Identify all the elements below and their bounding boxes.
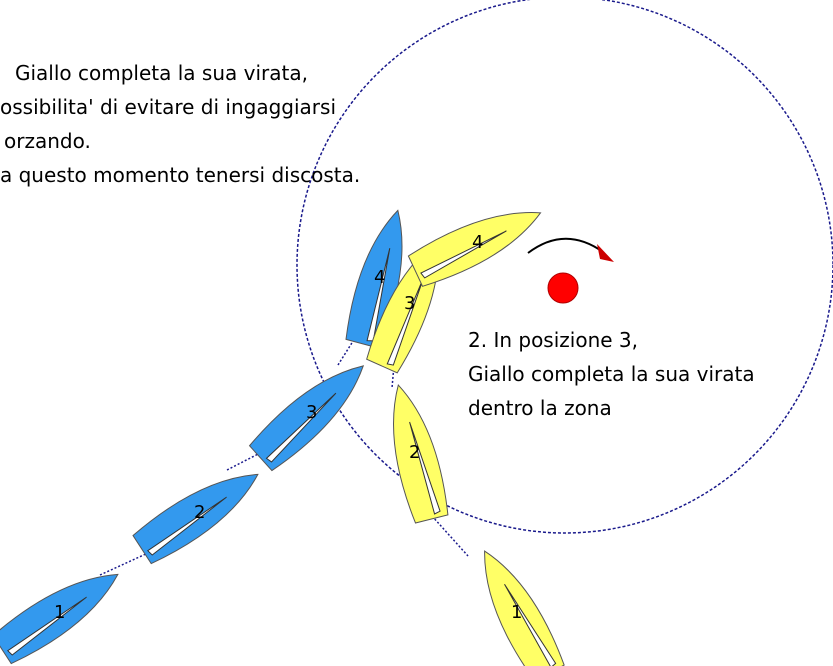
yellow-boat-4-number: 4 [472, 232, 483, 253]
caption-top: Giallo completa la sua virata, ossibilit… [0, 61, 360, 187]
caption-right-line-1: 2. In posizione 3, [468, 328, 638, 352]
blue-boat-3: 3 [248, 365, 365, 472]
caption-top-line-1: Giallo completa la sua virata, [15, 61, 308, 85]
blue-boat-2-sail [146, 496, 227, 556]
yellow-boat-1-number: 1 [511, 602, 522, 623]
caption-top-line-4: a questo momento tenersi discosta. [0, 163, 360, 187]
yellow-boat-2-sail [409, 421, 441, 515]
yellow-boat-4-sail [420, 230, 507, 279]
blue-boat-4-number: 4 [374, 267, 385, 288]
blue-boat-1: 1 [0, 573, 119, 665]
yellow-boat-2: 2 [393, 384, 449, 524]
yellow-boat-3-number: 3 [404, 293, 415, 314]
caption-right-line-3: dentro la zona [468, 396, 612, 420]
blue-track [99, 337, 356, 576]
yellow-boat-3-sail [386, 275, 425, 366]
caption-right: 2. In posizione 3, Giallo completa la su… [468, 328, 755, 420]
caption-top-line-3: orzando. [4, 129, 91, 153]
yellow-boat-2-number: 2 [409, 442, 420, 463]
yellow-boat-1-sail [504, 583, 557, 666]
red-mark-buoy-icon [547, 272, 579, 304]
yellow-track [391, 364, 469, 557]
blue-boat-4-sail [366, 248, 391, 342]
blue-boat-1-number: 1 [54, 602, 65, 623]
caption-right-line-2: Giallo completa la sua virata [468, 362, 755, 386]
curved-arrow-icon [527, 237, 614, 262]
blue-boat-3-hull [248, 365, 365, 472]
yellow-boat-4: 4 [407, 212, 542, 287]
blue-boat-2: 2 [132, 473, 259, 565]
blue-boat-3-number: 3 [306, 402, 317, 423]
blue-boat-1-sail [6, 596, 87, 656]
zone-circle [296, 0, 833, 534]
blue-boat-3-sail [265, 392, 337, 463]
blue-boat-2-number: 2 [194, 502, 205, 523]
caption-top-line-2: ossibilita' di evitare di ingaggiarsi [0, 95, 336, 119]
yellow-boat-1: 1 [484, 550, 565, 666]
